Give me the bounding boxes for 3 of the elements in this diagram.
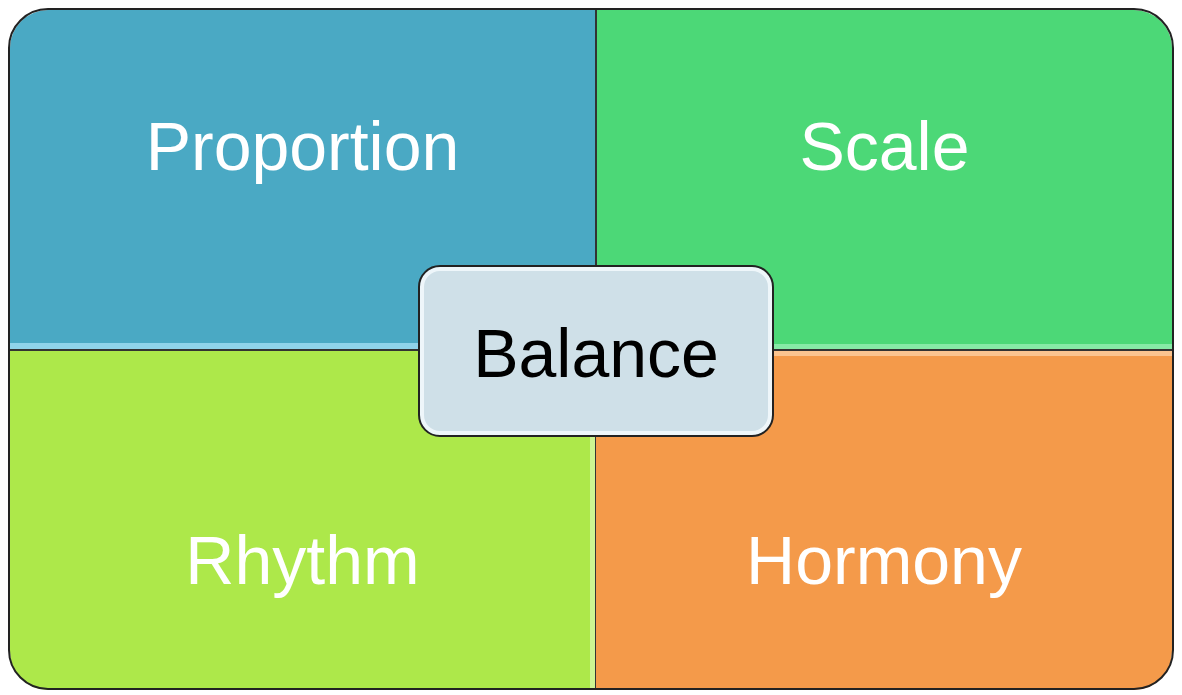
panel-label: Balance [472, 319, 720, 387]
panel-label: Scale [798, 112, 971, 180]
center-box [418, 265, 774, 437]
